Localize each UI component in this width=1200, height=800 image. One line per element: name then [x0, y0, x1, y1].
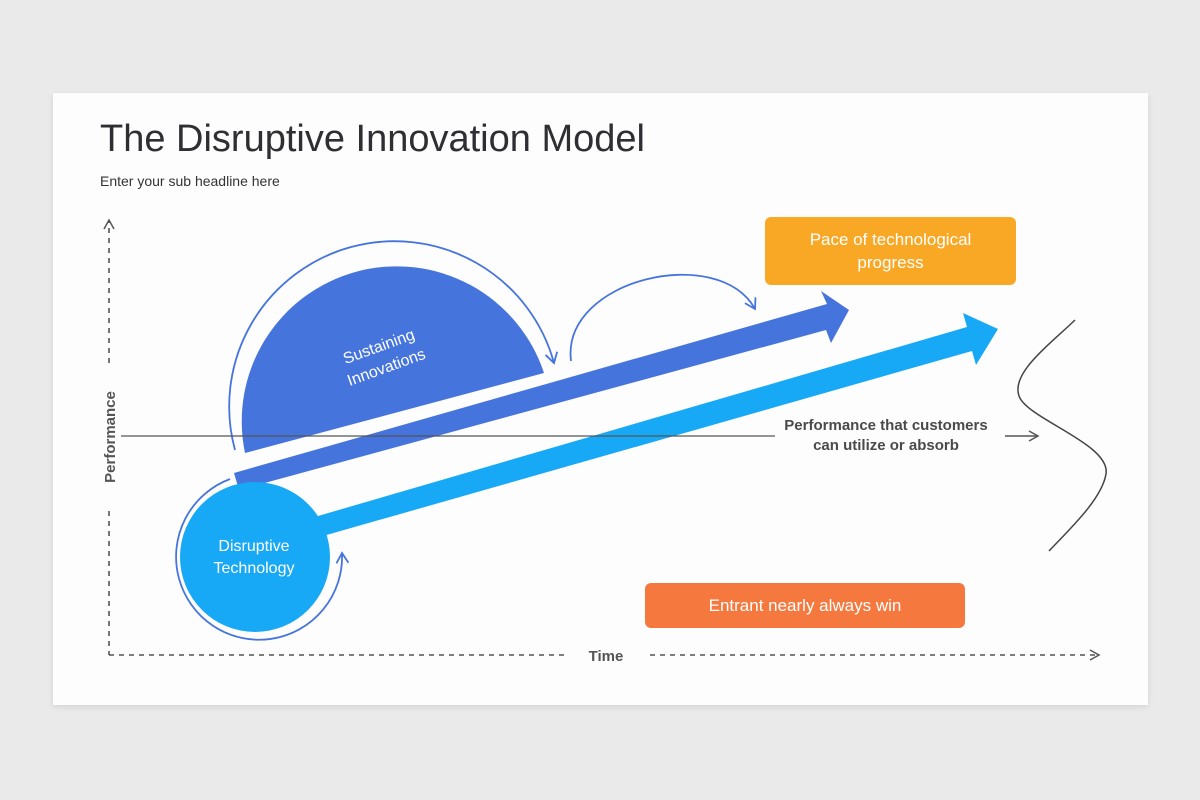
page-subtitle: Enter your sub headline here: [100, 173, 280, 189]
sustaining-outer-arc: [228, 240, 559, 451]
disruptive-label-line-2: Technology: [213, 560, 295, 577]
page-title: The Disruptive Innovation Model: [100, 118, 645, 160]
performance-label-line-2: can utilize or absorb: [813, 437, 959, 454]
disruptive-technology-label: Disruptive Technology: [194, 536, 314, 580]
entrant-wins-box: Entrant nearly always win: [645, 583, 965, 628]
innovation-diagram: Performance Time: [102, 218, 1107, 665]
disruptive-circle: [180, 482, 330, 632]
performance-label-line-1: Performance that customers: [784, 417, 988, 434]
y-axis-label: Performance: [102, 391, 119, 483]
sustaining-trajectory-arrow: [234, 291, 849, 490]
customer-demand-curve: [1017, 319, 1107, 552]
disruptive-trajectory-arrow: [318, 313, 998, 536]
performance-absorb-label: Performance that customers can utilize o…: [771, 416, 1001, 456]
hop-arrow: [569, 274, 757, 362]
disruptive-label-line-1: Disruptive: [218, 538, 290, 555]
disruptive-outer-arc: [175, 478, 350, 641]
slide: The Disruptive Innovation Model Enter yo…: [53, 93, 1148, 705]
pace-of-progress-box: Pace of technological progress: [765, 217, 1016, 285]
sustaining-semicircle: [241, 266, 544, 453]
x-axis-label: Time: [589, 648, 624, 665]
